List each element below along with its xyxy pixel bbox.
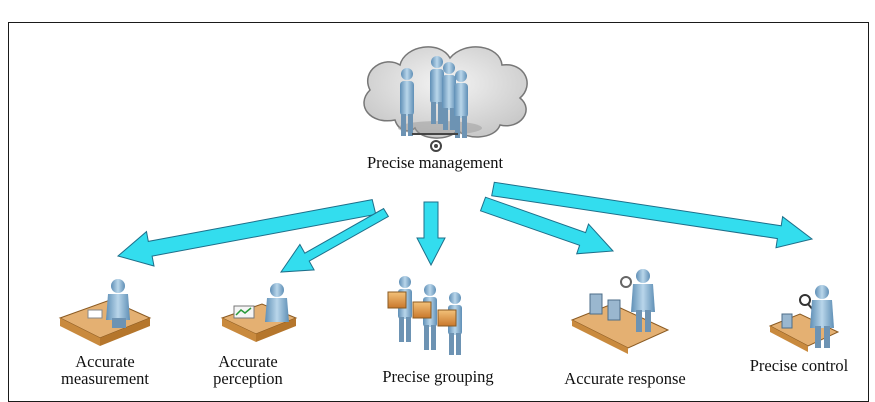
person-icon xyxy=(400,68,414,136)
inspector-icon xyxy=(768,285,840,352)
node-label-response: Accurate response xyxy=(564,369,686,388)
arrow-to-measurement xyxy=(116,199,377,267)
diagram-canvas xyxy=(58,46,840,355)
node-label-grouping: Precise grouping xyxy=(382,367,494,386)
person-icon xyxy=(442,62,456,130)
arrow-to-control xyxy=(491,181,814,249)
person-icon xyxy=(398,276,412,342)
desk-worker-icon xyxy=(58,279,152,346)
person-icon xyxy=(454,70,468,138)
arrow-to-perception xyxy=(280,207,390,273)
management-team-icon xyxy=(398,56,482,152)
arrow-to-grouping xyxy=(416,201,446,267)
node-label-perception: Accurate perception xyxy=(213,352,283,388)
chart-desk-worker-icon xyxy=(220,283,298,342)
node-label-control: Precise control xyxy=(749,356,849,375)
machine-operator-icon xyxy=(570,269,670,354)
top-node-label: Precise management xyxy=(366,153,504,172)
people-with-boxes-icon xyxy=(387,276,462,355)
arrow-to-response xyxy=(479,196,615,255)
person-icon xyxy=(430,56,444,124)
node-label-measurement: Accurate measurement xyxy=(61,352,149,388)
